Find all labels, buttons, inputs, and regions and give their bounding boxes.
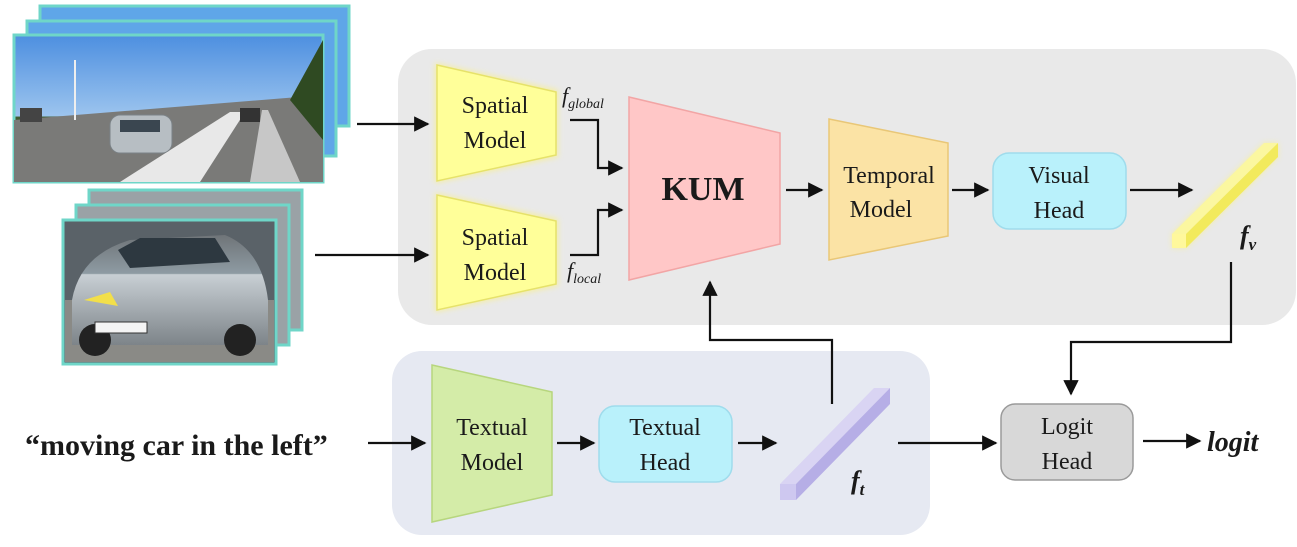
- logit-output-label: logit: [1207, 427, 1260, 458]
- logit-head: Logit Head: [1000, 403, 1134, 481]
- textual-model: Textual Model: [431, 364, 553, 523]
- spatial-local-line2: Model: [464, 260, 527, 286]
- f-global-label: fglobal: [562, 83, 604, 112]
- spatial-global-line1: Spatial: [462, 93, 529, 119]
- textual-head-line2: Head: [640, 450, 691, 476]
- arrow-ft-to-kum: [702, 280, 834, 404]
- local-frames-stack: [61, 188, 304, 366]
- global-frames-stack: [12, 4, 351, 184]
- temporal-line1: Temporal: [843, 163, 935, 189]
- logit-head-line1: Logit: [1041, 414, 1093, 440]
- temporal-line2: Model: [850, 197, 913, 223]
- text-query: “moving car in the left”: [25, 429, 328, 462]
- kum-label: KUM: [661, 171, 744, 208]
- textual-model-line2: Model: [461, 450, 524, 476]
- f-t-label: ft: [851, 466, 866, 499]
- spatial-global-line2: Model: [464, 128, 527, 154]
- arrow-local-to-kum: [570, 202, 624, 257]
- ft-feature-bar: [780, 388, 890, 500]
- visual-head-line2: Head: [1034, 198, 1085, 224]
- spatial-model-global: Spatial Model: [435, 63, 558, 183]
- visual-head: Visual Head: [992, 152, 1127, 230]
- fv-feature-bar: [1172, 143, 1278, 248]
- spatial-local-line1: Spatial: [462, 225, 529, 251]
- visual-head-line1: Visual: [1028, 163, 1090, 189]
- local-frame-image: [61, 218, 278, 366]
- arrow-global-to-kum: [570, 118, 624, 176]
- temporal-model: Temporal Model: [828, 118, 949, 261]
- f-v-label: fv: [1240, 221, 1257, 254]
- textual-head: Textual Head: [598, 405, 733, 483]
- global-frame-image: [12, 33, 325, 184]
- spatial-model-local: Spatial Model: [435, 193, 558, 312]
- logit-head-line2: Head: [1042, 449, 1093, 475]
- arrow-fv-to-logit-head: [1063, 262, 1233, 396]
- f-local-label: flocal: [567, 258, 601, 287]
- textual-head-line1: Textual: [629, 415, 701, 441]
- kum-module: KUM: [628, 96, 781, 281]
- textual-model-line1: Textual: [456, 415, 528, 441]
